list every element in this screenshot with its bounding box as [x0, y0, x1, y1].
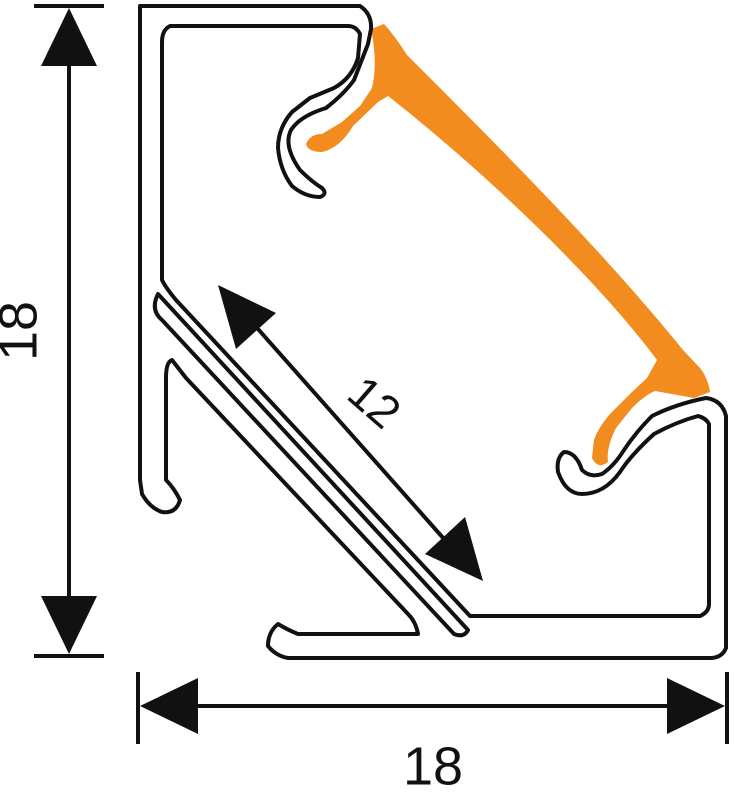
width-arrow-right	[667, 678, 725, 734]
width-arrow-left	[140, 678, 198, 734]
diagonal-web-outline	[152, 292, 470, 638]
diagonal-dimension-line	[248, 318, 454, 550]
diagonal-arrow-bottom	[425, 517, 483, 581]
width-dimension: 18	[136, 672, 729, 795]
height-label: 18	[0, 301, 48, 361]
diagonal-label: 12	[338, 366, 411, 439]
diagonal-arrow-top	[218, 285, 276, 349]
height-dimension: 18	[0, 4, 104, 658]
height-arrow-bottom	[41, 596, 97, 654]
height-arrow-top	[41, 8, 97, 66]
width-label: 18	[403, 736, 463, 795]
outer-profile-outline	[138, 4, 728, 660]
